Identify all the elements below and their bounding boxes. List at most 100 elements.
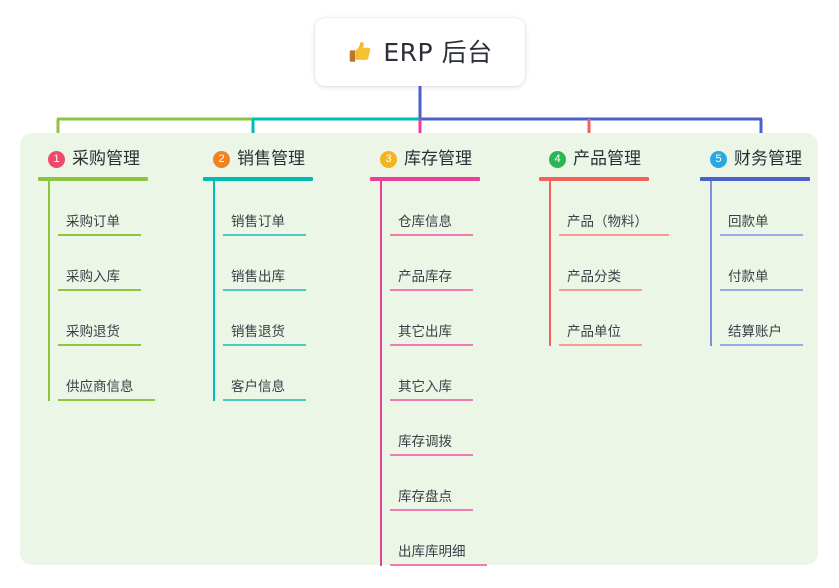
list-item[interactable]: 付款单 (710, 236, 839, 291)
column-procurement: 1 采购管理 采购订单 采购入库 采购退货 供应商信息 (38, 147, 188, 401)
column-inventory: 3 库存管理 仓库信息 产品库存 其它出库 其它入库 库存调拨 库存盘点 (370, 147, 520, 566)
list-item-label: 付款单 (728, 268, 769, 285)
list-item-rule (58, 399, 155, 401)
list-item[interactable]: 仓库信息 (380, 181, 520, 236)
column-header-5[interactable]: 5 财务管理 (700, 147, 839, 171)
list-item-label: 其它出库 (398, 323, 452, 340)
list-item-rule (223, 289, 306, 291)
list-item-rule (559, 344, 642, 346)
list-item-rule (390, 289, 473, 291)
column-spine-1 (48, 181, 50, 401)
diagram-panel (20, 133, 818, 565)
column-rule-1 (38, 177, 148, 181)
column-header-2[interactable]: 2 销售管理 (203, 147, 353, 171)
list-item-label: 库存盘点 (398, 488, 452, 505)
list-item-label: 回款单 (728, 213, 769, 230)
list-item[interactable]: 产品（物料） (549, 181, 699, 236)
column-badge-5: 5 (710, 150, 727, 168)
list-item-rule (390, 234, 473, 236)
list-item-rule (58, 344, 141, 346)
list-item-rule (390, 509, 473, 511)
list-item[interactable]: 回款单 (710, 181, 839, 236)
column-title-5: 财务管理 (734, 148, 802, 169)
list-item-rule (720, 344, 803, 346)
column-sales: 2 销售管理 销售订单 销售出库 销售退货 客户信息 (203, 147, 353, 401)
list-item[interactable]: 其它出库 (380, 291, 520, 346)
list-item-label: 采购入库 (66, 268, 120, 285)
column-header-1[interactable]: 1 采购管理 (38, 147, 188, 171)
list-item[interactable]: 采购订单 (48, 181, 188, 236)
list-item-label: 采购退货 (66, 323, 120, 340)
column-product: 4 产品管理 产品（物料） 产品分类 产品单位 (539, 147, 699, 346)
root-node-content: ERP 后台 (347, 39, 492, 65)
list-item-label: 库存调拨 (398, 433, 452, 450)
list-item-label: 销售订单 (231, 213, 285, 230)
thumbs-up-icon (350, 41, 371, 62)
list-item[interactable]: 结算账户 (710, 291, 839, 346)
column-items-4: 产品（物料） 产品分类 产品单位 (539, 181, 699, 346)
list-item-rule (390, 454, 473, 456)
list-item-label: 销售退货 (231, 323, 285, 340)
list-item[interactable]: 产品单位 (549, 291, 699, 346)
column-title-3: 库存管理 (404, 148, 472, 169)
column-badge-3: 3 (380, 150, 397, 168)
column-items-2: 销售订单 销售出库 销售退货 客户信息 (203, 181, 353, 401)
list-item[interactable]: 销售出库 (213, 236, 353, 291)
column-items-1: 采购订单 采购入库 采购退货 供应商信息 (38, 181, 188, 401)
root-node-title: ERP 后台 (383, 37, 493, 67)
list-item-label: 结算账户 (728, 323, 782, 340)
list-item-label: 仓库信息 (398, 213, 452, 230)
column-finance: 5 财务管理 回款单 付款单 结算账户 (700, 147, 839, 346)
list-item-label: 产品（物料） (567, 213, 648, 230)
list-item-rule (58, 289, 141, 291)
column-rule-5 (700, 177, 810, 181)
list-item[interactable]: 销售订单 (213, 181, 353, 236)
list-item[interactable]: 库存盘点 (380, 456, 520, 511)
column-header-3[interactable]: 3 库存管理 (370, 147, 520, 171)
column-header-4[interactable]: 4 产品管理 (539, 147, 699, 171)
column-title-4: 产品管理 (573, 148, 641, 169)
column-rule-2 (203, 177, 313, 181)
list-item-label: 产品分类 (567, 268, 621, 285)
list-item-rule (390, 344, 473, 346)
list-item[interactable]: 采购入库 (48, 236, 188, 291)
column-badge-4: 4 (549, 150, 566, 168)
list-item-label: 其它入库 (398, 378, 452, 395)
list-item[interactable]: 产品库存 (380, 236, 520, 291)
list-item-rule (720, 289, 803, 291)
list-item[interactable]: 出库库明细 (380, 511, 520, 566)
list-item-label: 供应商信息 (66, 378, 134, 395)
list-item-label: 客户信息 (231, 378, 285, 395)
list-item[interactable]: 其它入库 (380, 346, 520, 401)
column-title-1: 采购管理 (72, 148, 140, 169)
column-spine-5 (710, 181, 712, 346)
column-badge-2: 2 (213, 150, 230, 168)
list-item-label: 产品单位 (567, 323, 621, 340)
list-item[interactable]: 库存调拨 (380, 401, 520, 456)
column-badge-1: 1 (48, 150, 65, 168)
list-item-rule (58, 234, 141, 236)
list-item-rule (390, 399, 473, 401)
list-item-rule (559, 234, 669, 236)
list-item[interactable]: 供应商信息 (48, 346, 188, 401)
list-item-rule (223, 234, 306, 236)
list-item-label: 产品库存 (398, 268, 452, 285)
root-node-card[interactable]: ERP 后台 (315, 18, 525, 86)
list-item[interactable]: 客户信息 (213, 346, 353, 401)
list-item-label: 采购订单 (66, 213, 120, 230)
column-rule-3 (370, 177, 480, 181)
column-title-2: 销售管理 (237, 148, 305, 169)
list-item[interactable]: 产品分类 (549, 236, 699, 291)
list-item-rule (720, 234, 803, 236)
column-spine-3 (380, 181, 382, 566)
column-items-5: 回款单 付款单 结算账户 (700, 181, 839, 346)
list-item[interactable]: 采购退货 (48, 291, 188, 346)
column-spine-2 (213, 181, 215, 401)
list-item-rule (559, 289, 642, 291)
column-rule-4 (539, 177, 649, 181)
column-items-3: 仓库信息 产品库存 其它出库 其它入库 库存调拨 库存盘点 出库库明细 (370, 181, 520, 566)
list-item-rule (223, 399, 306, 401)
list-item-rule (223, 344, 306, 346)
column-spine-4 (549, 181, 551, 346)
list-item[interactable]: 销售退货 (213, 291, 353, 346)
